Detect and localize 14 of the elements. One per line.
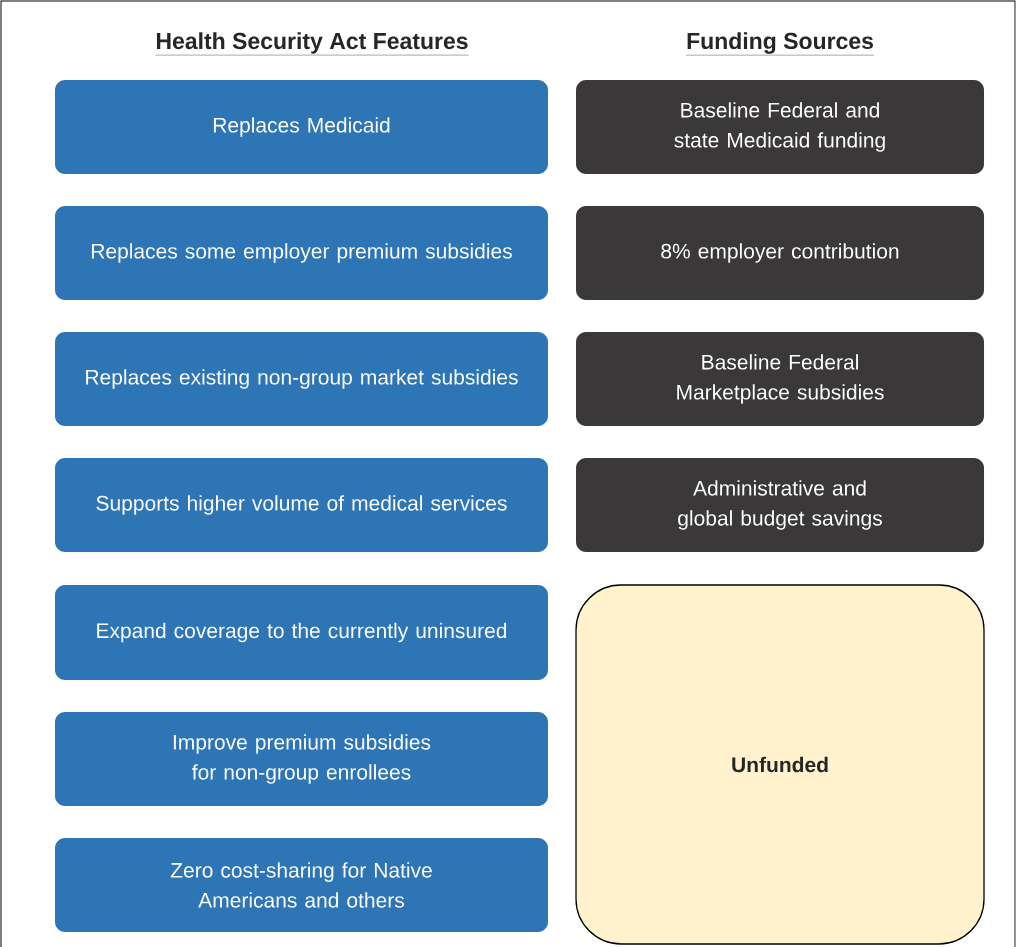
feature-box: Improve premium subsidies for non-group enrollees: [55, 712, 548, 806]
feature-box: Replaces some employer premium subsidies: [55, 206, 548, 300]
feature-box: Replaces existing non-group market subsidies: [55, 332, 548, 426]
column-heading: Funding Sources: [685, 32, 875, 56]
column-heading: Health Security Act Features: [155, 32, 469, 56]
feature-box: Supports higher volume of medical services: [55, 458, 548, 552]
feature-box: Zero cost-sharing for Native Americans and others: [55, 838, 548, 932]
feature-box: Replaces Medicaid: [55, 80, 548, 174]
feature-box: Expand coverage to the currently uninsured: [55, 585, 548, 680]
funding-box: Baseline Federal and state Medicaid funding: [576, 80, 984, 174]
funding-box: Administrative and global budget savings: [576, 458, 984, 552]
unfunded-box: Unfunded: [575, 584, 985, 945]
funding-box: 8% employer contribution: [576, 206, 984, 300]
funding-box: Baseline Federal Marketplace subsidies: [576, 332, 984, 426]
